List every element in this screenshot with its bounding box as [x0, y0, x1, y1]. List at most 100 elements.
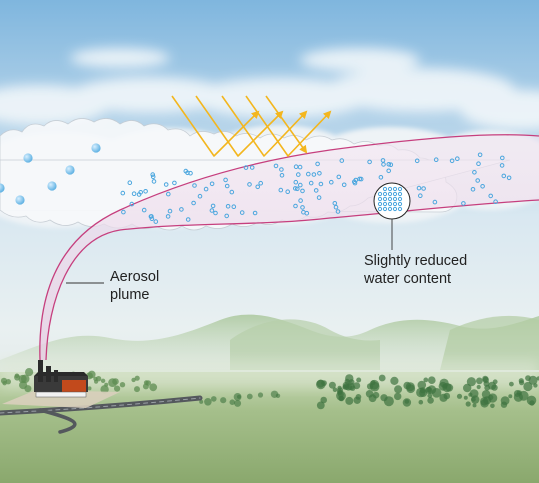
reduced-label-line2: water content: [364, 271, 452, 287]
tree: [456, 393, 463, 399]
small-droplet: [224, 213, 229, 219]
tree: [328, 381, 336, 389]
tree: [509, 381, 514, 387]
zone-droplet: [397, 196, 403, 202]
small-droplet: [315, 161, 320, 167]
small-droplet: [378, 175, 384, 180]
small-droplet: [475, 178, 481, 183]
large-droplet: [15, 195, 25, 205]
small-droplet: [183, 168, 189, 174]
tree: [528, 375, 538, 385]
small-droplet: [388, 162, 394, 167]
tree: [316, 401, 325, 410]
tree: [332, 387, 338, 393]
small-droplet: [131, 191, 137, 196]
tree: [355, 394, 362, 400]
zone-droplet: [377, 191, 383, 197]
tree: [390, 376, 399, 385]
small-droplet: [300, 188, 305, 194]
small-droplet: [352, 180, 358, 186]
small-droplet: [213, 210, 218, 216]
small-droplet: [148, 214, 154, 219]
small-droplets: [120, 152, 512, 224]
small-droplet: [150, 174, 156, 180]
small-droplet: [203, 186, 209, 192]
small-droplet: [336, 174, 342, 180]
large-droplet: [23, 153, 33, 163]
sunlight-arrows: [171, 95, 332, 157]
small-droplet: [258, 180, 264, 186]
small-droplet: [255, 184, 261, 190]
tree: [463, 383, 472, 393]
tree: [468, 392, 473, 397]
small-droplet: [470, 187, 476, 192]
background-clouds: [0, 48, 539, 130]
zone-droplet: [392, 206, 398, 212]
small-droplet: [141, 207, 147, 213]
tree: [275, 393, 281, 398]
tree: [199, 399, 204, 404]
small-droplet: [506, 175, 512, 181]
small-droplet: [311, 172, 317, 177]
small-droplet: [210, 203, 216, 209]
small-droplet: [149, 216, 155, 221]
small-droplet: [185, 217, 191, 222]
tree: [114, 385, 121, 392]
zone-droplet: [382, 191, 388, 197]
small-droplet: [293, 186, 298, 191]
plume-label-line1: Aerosol: [110, 269, 160, 285]
tree: [428, 376, 436, 385]
small-droplet: [333, 204, 339, 210]
zone-droplet: [387, 201, 393, 207]
small-droplet: [414, 158, 420, 164]
zone-droplet: [392, 201, 398, 207]
tree: [518, 390, 529, 401]
small-droplet: [421, 186, 426, 191]
zone-droplet: [392, 186, 398, 192]
tree: [149, 383, 158, 392]
small-droplet: [127, 180, 133, 185]
zone-droplet: [387, 196, 393, 202]
small-droplet: [121, 209, 126, 215]
tree: [394, 392, 402, 401]
large-droplet: [47, 181, 57, 191]
tree: [476, 377, 483, 385]
tree: [143, 380, 149, 386]
tree: [134, 386, 140, 393]
small-droplet: [225, 204, 231, 209]
small-droplet: [231, 204, 237, 209]
zone-droplet: [377, 201, 383, 207]
tree: [246, 393, 253, 400]
tree: [443, 392, 451, 400]
reduced-water-label: Slightly reduced water content: [364, 252, 467, 288]
small-droplet: [304, 210, 310, 216]
tree: [465, 401, 471, 407]
small-droplet: [499, 163, 505, 168]
tree: [95, 376, 102, 382]
small-droplet: [339, 158, 345, 163]
tree: [356, 377, 362, 383]
small-droplet: [461, 201, 466, 206]
small-droplet: [357, 176, 363, 182]
tree: [344, 378, 350, 384]
tree: [378, 374, 386, 382]
small-droplet: [273, 163, 279, 169]
small-droplet: [318, 181, 324, 187]
small-droplet: [252, 210, 258, 216]
small-droplet: [477, 152, 483, 158]
small-droplet: [332, 201, 338, 206]
tree: [427, 397, 434, 404]
factory-icon: [2, 360, 120, 408]
small-droplet: [192, 183, 197, 188]
small-droplet: [153, 219, 159, 224]
tree: [234, 399, 242, 407]
tree: [204, 398, 212, 406]
trees-right: [199, 374, 539, 410]
tree: [370, 380, 376, 386]
zone-droplet: [397, 201, 403, 207]
tree: [104, 382, 109, 387]
small-droplet: [295, 186, 300, 192]
aerosol-plume: [39, 134, 539, 361]
tree: [211, 396, 217, 402]
zone-droplet: [382, 186, 388, 192]
